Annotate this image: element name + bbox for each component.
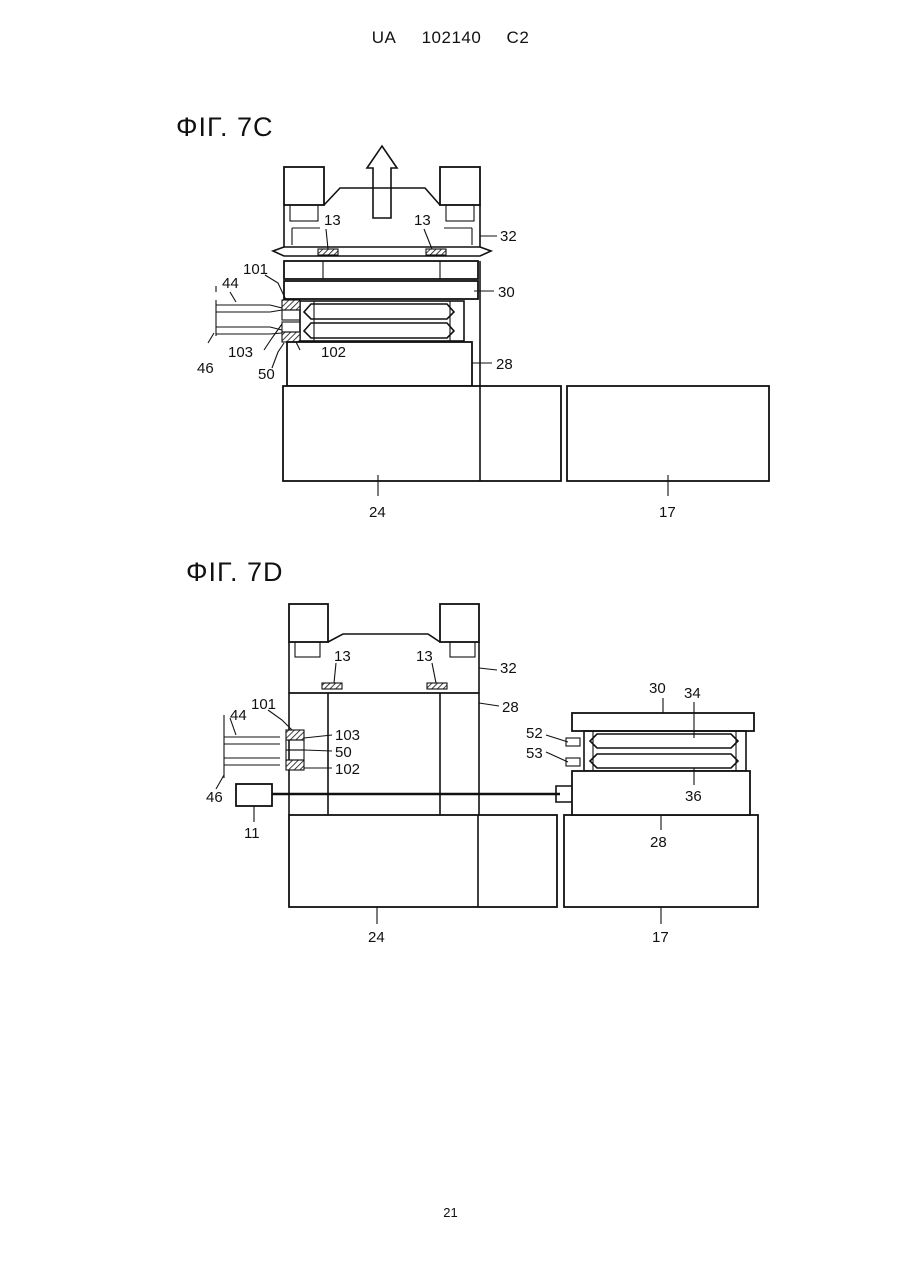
insert-13a-7d <box>322 683 342 689</box>
label-103-7c: 103 <box>228 344 253 361</box>
label-17-7c: 17 <box>659 504 676 521</box>
lower-die-28-7c <box>287 342 472 386</box>
label-13b-7d: 13 <box>416 648 433 665</box>
label-28b-7d: 28 <box>650 834 667 851</box>
upper-die-7d <box>289 604 479 693</box>
nozzle-102-7d <box>286 760 304 770</box>
mold-assembly-7d <box>566 713 754 815</box>
label-102-7d: 102 <box>335 761 360 778</box>
label-101-7c: 101 <box>243 261 268 278</box>
label-13b-7c: 13 <box>414 212 431 229</box>
label-101-7d: 101 <box>251 696 276 713</box>
label-44-7d: 44 <box>230 707 247 724</box>
label-44-7c: 44 <box>222 275 239 292</box>
insert-13b-7c <box>426 249 446 255</box>
label-103-7d: 103 <box>335 727 360 744</box>
insert-13b-7d <box>427 683 447 689</box>
figure-7c: 13 13 32 30 28 101 44 46 103 102 50 24 1… <box>197 146 769 521</box>
label-34-7d: 34 <box>684 685 701 702</box>
label-52-7d: 52 <box>526 725 543 742</box>
nozzle-101-7c <box>282 300 300 310</box>
label-32-7c: 32 <box>500 228 517 245</box>
label-13a-7c: 13 <box>324 212 341 229</box>
label-28a-7d: 28 <box>502 699 519 716</box>
mold-cavities-7c <box>300 301 464 341</box>
label-30-7c: 30 <box>498 284 515 301</box>
nozzle-102-7c <box>282 332 300 342</box>
label-30-7d: 30 <box>649 680 666 697</box>
up-arrow-7c <box>367 146 397 218</box>
guide-columns-7d <box>289 693 479 815</box>
transfer-table-17-7c <box>567 386 769 481</box>
label-11-7d: 11 <box>244 825 260 842</box>
label-13a-7d: 13 <box>334 648 351 665</box>
controller-11 <box>236 784 272 806</box>
press-bed-24-7d <box>289 815 557 907</box>
nozzle-101-7d <box>286 730 304 740</box>
feed-lines-7c <box>216 286 282 336</box>
label-50-7d: 50 <box>335 744 352 761</box>
label-102-7c: 102 <box>321 344 346 361</box>
label-17-7d: 17 <box>652 929 669 946</box>
label-53-7d: 53 <box>526 745 543 762</box>
label-46-7c: 46 <box>197 360 214 377</box>
page-number: 21 <box>0 1205 901 1220</box>
label-46-7d: 46 <box>206 789 223 806</box>
label-36-7d: 36 <box>685 788 702 805</box>
figure-7d: 13 13 32 28 101 44 103 50 102 46 11 30 3… <box>206 604 758 946</box>
label-24-7d: 24 <box>368 929 385 946</box>
platen-30-7c <box>284 261 478 299</box>
label-32-7d: 32 <box>500 660 517 677</box>
upper-die-7c <box>273 167 491 256</box>
insert-13a-7c <box>318 249 338 255</box>
label-50-7c: 50 <box>258 366 275 383</box>
label-24-7c: 24 <box>369 504 386 521</box>
label-28-7c: 28 <box>496 356 513 373</box>
